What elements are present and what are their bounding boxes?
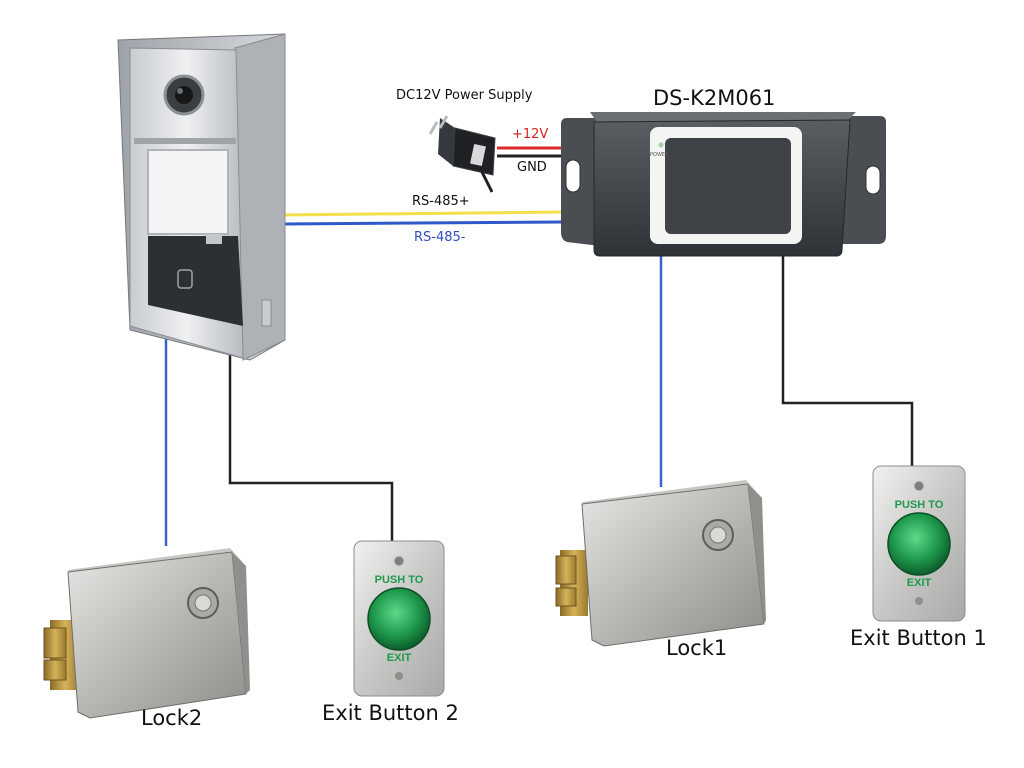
wire-rs485-plus [281, 210, 564, 217]
door-station-hood-side [234, 33, 286, 361]
exit-plate-screw [915, 597, 923, 605]
rs485-minus-label: RS-485- [414, 230, 466, 245]
exit-green-button [887, 512, 951, 576]
power-supply-label: DC12V Power Supply [396, 88, 533, 103]
exit-plate-text-top: PUSH TO [895, 499, 944, 511]
lock-bolt [43, 627, 67, 659]
lock-body [67, 551, 247, 719]
controller-title: DS-K2M061 [653, 86, 776, 110]
exit-button-2-label: Exit Button 2 [322, 701, 459, 725]
adapter-cable [480, 171, 494, 193]
gnd-label: GND [517, 160, 547, 175]
controller-label-inner [665, 138, 791, 234]
adapter-side [438, 118, 455, 166]
lock-body [581, 483, 765, 647]
call-button [206, 234, 222, 244]
lock-cylinder-core [709, 526, 727, 544]
controller-ds-k2m061: POWER [561, 112, 886, 257]
controller-mount-ear-right [840, 116, 886, 244]
power-led [658, 142, 664, 148]
camera-lens-glint [177, 88, 183, 94]
mount-slot-left [565, 159, 581, 193]
door-station [117, 33, 286, 361]
lock-bolt [555, 587, 577, 607]
exit-button-2-device: PUSH TO EXIT [353, 540, 445, 697]
lock-bolt [555, 555, 577, 585]
exit-button-1-label: Exit Button 1 [850, 626, 987, 650]
card-reader-icon [177, 269, 193, 289]
wire-rs485-minus [281, 220, 564, 226]
name-card-window [147, 149, 229, 235]
exit-plate-text-bottom: EXIT [907, 577, 932, 589]
adapter-sticker [470, 143, 486, 167]
door-station-grille [134, 138, 236, 144]
exit-plate-text-bottom: EXIT [387, 652, 412, 664]
exit-plate-led [393, 555, 405, 567]
mount-slot-right [865, 165, 881, 195]
lock1-device [555, 480, 766, 647]
power-supply-adapter [428, 115, 496, 193]
camera-lens-inner [175, 86, 193, 104]
wiring [164, 146, 914, 547]
rs485-plus-label: RS-485+ [412, 194, 470, 209]
exit-plate-screw [395, 672, 403, 680]
lock1-label: Lock1 [666, 636, 728, 660]
lock-faceplate-edge [748, 484, 766, 624]
wire-exit-button-1 [781, 250, 914, 467]
exit-plate-led [913, 480, 925, 492]
exit-green-button [367, 587, 431, 651]
exit-button-1-device: PUSH TO EXIT [872, 465, 966, 622]
hood-mount-slot [261, 299, 272, 327]
wire-exit-button-2 [228, 352, 394, 547]
lock-faceplate-edge [232, 552, 250, 694]
lock2-device [43, 548, 250, 719]
plus12v-label: +12V [512, 127, 549, 142]
exit-plate-text-top: PUSH TO [375, 574, 424, 586]
adapter-prong [428, 121, 439, 135]
power-led-label: POWER [650, 152, 669, 158]
adapter-prong [438, 115, 449, 129]
lock-cylinder-core [194, 594, 212, 612]
lock2-label: Lock2 [141, 706, 203, 730]
card-reader-area [148, 236, 243, 326]
lock-bolt [43, 659, 67, 681]
